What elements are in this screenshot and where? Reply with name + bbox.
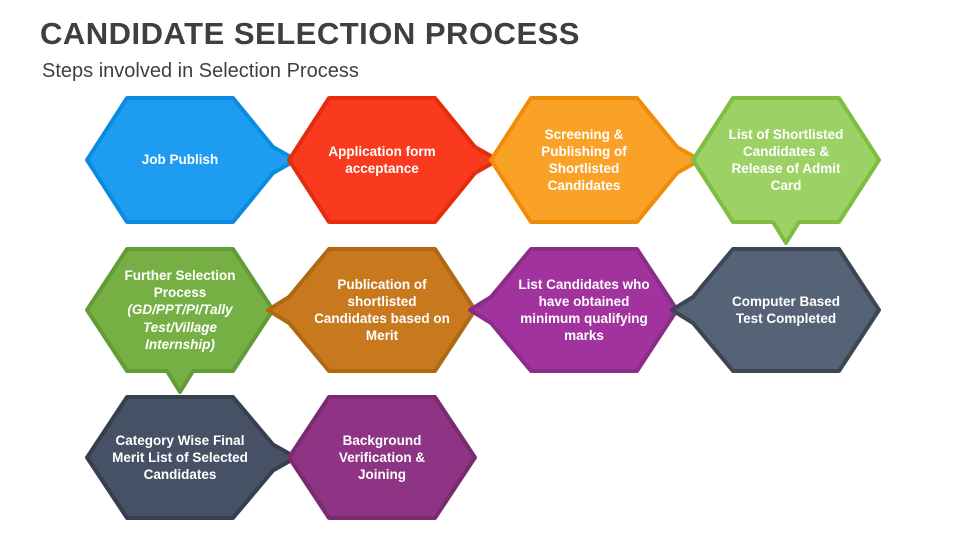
hexagon-shape [266,247,477,373]
hexagon-shape [287,395,477,520]
hexagon [287,395,477,520]
hexagon-arrow-right [85,96,298,224]
hexagon-arrow-down [691,96,881,245]
hexagon-shape [85,96,298,224]
hexagon-shape [670,247,881,373]
step-minimum-qualifying-marks: List Candidates who have obtained minimu… [468,247,679,373]
step-application-form-acceptance: Application form acceptance [287,96,500,224]
hexagon-arrow-left [468,247,679,373]
step-publication-merit-list: Publication of shortlisted Candidates ba… [266,247,477,373]
step-background-verification-joining: Background Verification & Joining [287,395,477,520]
hexagon-shape [85,247,275,394]
hexagon-shape [85,395,298,520]
slide-title: CANDIDATE SELECTION PROCESS [40,16,580,51]
step-computer-based-test: Computer Based Test Completed [670,247,881,373]
step-further-selection-process: Further Selection Process (GD/PPT/PI/Tal… [85,247,275,394]
hexagon-arrow-right [287,96,500,224]
hexagon-shape [691,96,881,245]
step-shortlist-admit-card: List of Shortlisted Candidates & Release… [691,96,881,245]
step-screening-publishing: Screening & Publishing of Shortlisted Ca… [489,96,702,224]
hexagon-arrow-right [489,96,702,224]
hexagon-arrow-down [85,247,275,394]
hexagon-arrow-left [670,247,881,373]
hexagon-shape [489,96,702,224]
hexagon-arrow-right [85,395,298,520]
hexagon-shape [287,96,500,224]
slide-subtitle: Steps involved in Selection Process [42,60,359,82]
hexagon-arrow-left [266,247,477,373]
step-category-wise-merit-list: Category Wise Final Merit List of Select… [85,395,298,520]
step-job-publish: Job Publish [85,96,298,224]
hexagon-shape [468,247,679,373]
